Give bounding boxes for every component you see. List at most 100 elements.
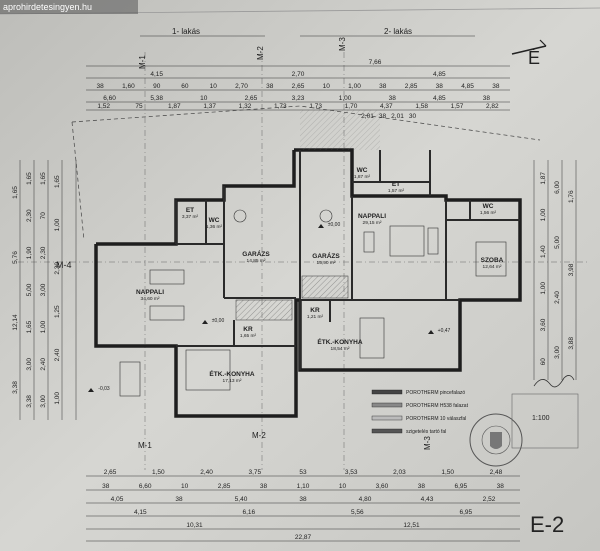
room-name: WC [483,203,494,210]
dimension-label: 3,60 [540,318,547,331]
dimension-label: 4,15 [134,509,147,516]
dimension-label: 3,00 [554,346,561,359]
legend-label: POROTHERM 10 válaszfal [406,416,466,422]
north-label: É [528,48,540,68]
dimension-label: 5,76 [12,251,19,264]
sheet-label: E-2 [530,512,564,537]
level-value: -0,03 [98,386,110,392]
dimension-label: 10 [200,95,208,102]
watermark-background [0,0,138,14]
dimension-label: 3,00 [40,395,47,408]
dimension-label: 1,32 [239,103,252,110]
dimension-label: 22,87 [295,534,312,541]
dimension-label: 2,48 [490,469,503,476]
interior-walls [175,150,520,370]
axis-label-m2-bottom: M-2 [252,431,266,440]
room-name: ÉTK.-KONYHA [209,369,254,378]
room-area: 1,57 m² [388,188,405,194]
dimension-label: 1,50 [152,469,165,476]
dimension-label: 5,00 [554,236,561,249]
dimension-label: 5,38 [150,95,163,102]
dimension-label: 4,80 [359,496,372,503]
dimension-label: 12,14 [12,314,19,331]
room-area: 1,56 m² [480,210,497,216]
dimension-label: 3,23 [292,95,305,102]
section-header-2: 2- lakás [384,27,412,36]
dimension-lines-bottom [86,475,520,542]
dimension-label: 75 [135,103,143,110]
furniture [119,209,507,397]
dimension-label: 2,85 [405,83,418,90]
dimension-label: 3,88 [568,337,575,350]
room-area: 12,64 m² [483,264,502,270]
stamp-scale-text: 1:100 [532,415,550,422]
legend-swatch [371,415,403,421]
dimension-label: 6,60 [139,483,152,490]
dimension-label: 2,85 [218,483,231,490]
dimension-label: 38 [379,83,387,90]
room-name: KR [243,326,253,333]
dimension-label: 30 [409,113,417,120]
dimension-label: 1,00 [540,282,547,295]
dimension-label: 3,75 [248,469,261,476]
dimension-label: 1,00 [54,218,61,231]
axis-label-m1-bottom: M-1 [138,441,152,450]
section-header-1: 1- lakás [172,27,200,36]
dimension-label: 38 [492,83,500,90]
axis-label-m3-bottom: M-3 [423,436,432,450]
dimension-label: 1,65 [40,172,47,185]
dimension-label: 4,37 [380,103,393,110]
terrace-area [300,110,380,150]
dimension-label: 38 [379,113,387,120]
dimension-label: 3,60 [376,483,389,490]
slope-line [71,121,85,241]
legend-swatch [371,428,403,434]
room-name: GARÁZS [242,249,270,258]
legend-label: POROTHERM pincefalazó [406,390,465,396]
approval-stamp: 1:100 [511,393,579,449]
dimension-label: 38 [102,483,110,490]
dimension-label: 1,00 [54,392,61,405]
dimension-label: 1,00 [339,95,352,102]
dimension-label: 1,87 [540,172,547,185]
dimension-label: 10 [323,83,331,90]
dimension-label: 10,31 [186,522,203,529]
dimension-label: 1,57 [451,103,464,110]
dimension-labels-right: 1,871,001,401,003,60606,005,002,403,001,… [540,172,575,366]
level-marker-icon [202,320,208,324]
dimension-label: 3,98 [568,263,575,276]
dimension-label: 38 [96,83,104,90]
north-arrow: É [511,39,547,68]
dimension-label: 1,65 [54,175,61,188]
axis-label-m3-top: M-3 [338,37,347,51]
dimension-label: 3,38 [26,395,33,408]
level-value: ±0,00 [328,222,341,228]
room-name: NAPPALI [358,213,386,220]
level-marks: ±0,00±0,00-0,03+0,47 [88,222,451,392]
dimension-label: 4,85 [461,83,474,90]
dimension-label: 2,30 [26,209,33,222]
dimension-label: 1,25 [54,305,61,318]
dimension-lines-left [19,160,77,420]
dimension-label: 6,95 [459,509,472,516]
dimension-label: 38 [175,496,183,503]
legend-label: POROTHERM H538 falazat [406,403,469,409]
room-name: WC [357,167,368,174]
dimension-label: 38 [260,483,268,490]
dimension-label: 2,52 [483,496,496,503]
dimension-label: 38 [266,83,274,90]
dimension-label: 6,95 [454,483,467,490]
room-area: 29,15 m² [363,220,382,226]
axis-label-m2-top: M-2 [256,46,265,60]
dimension-label: 4,05 [111,496,124,503]
dimension-label: 1,10 [297,483,310,490]
dimension-label: 2,65 [292,83,305,90]
watermark-text: aprohirdetesingyen.hu [3,2,92,12]
dimension-label: 7,66 [369,59,382,66]
room-area: 1,87 m² [354,174,371,180]
dimension-label: 38 [497,483,505,490]
room-area: 1,65 m² [240,333,257,339]
room-name: SZOBA [481,257,504,264]
